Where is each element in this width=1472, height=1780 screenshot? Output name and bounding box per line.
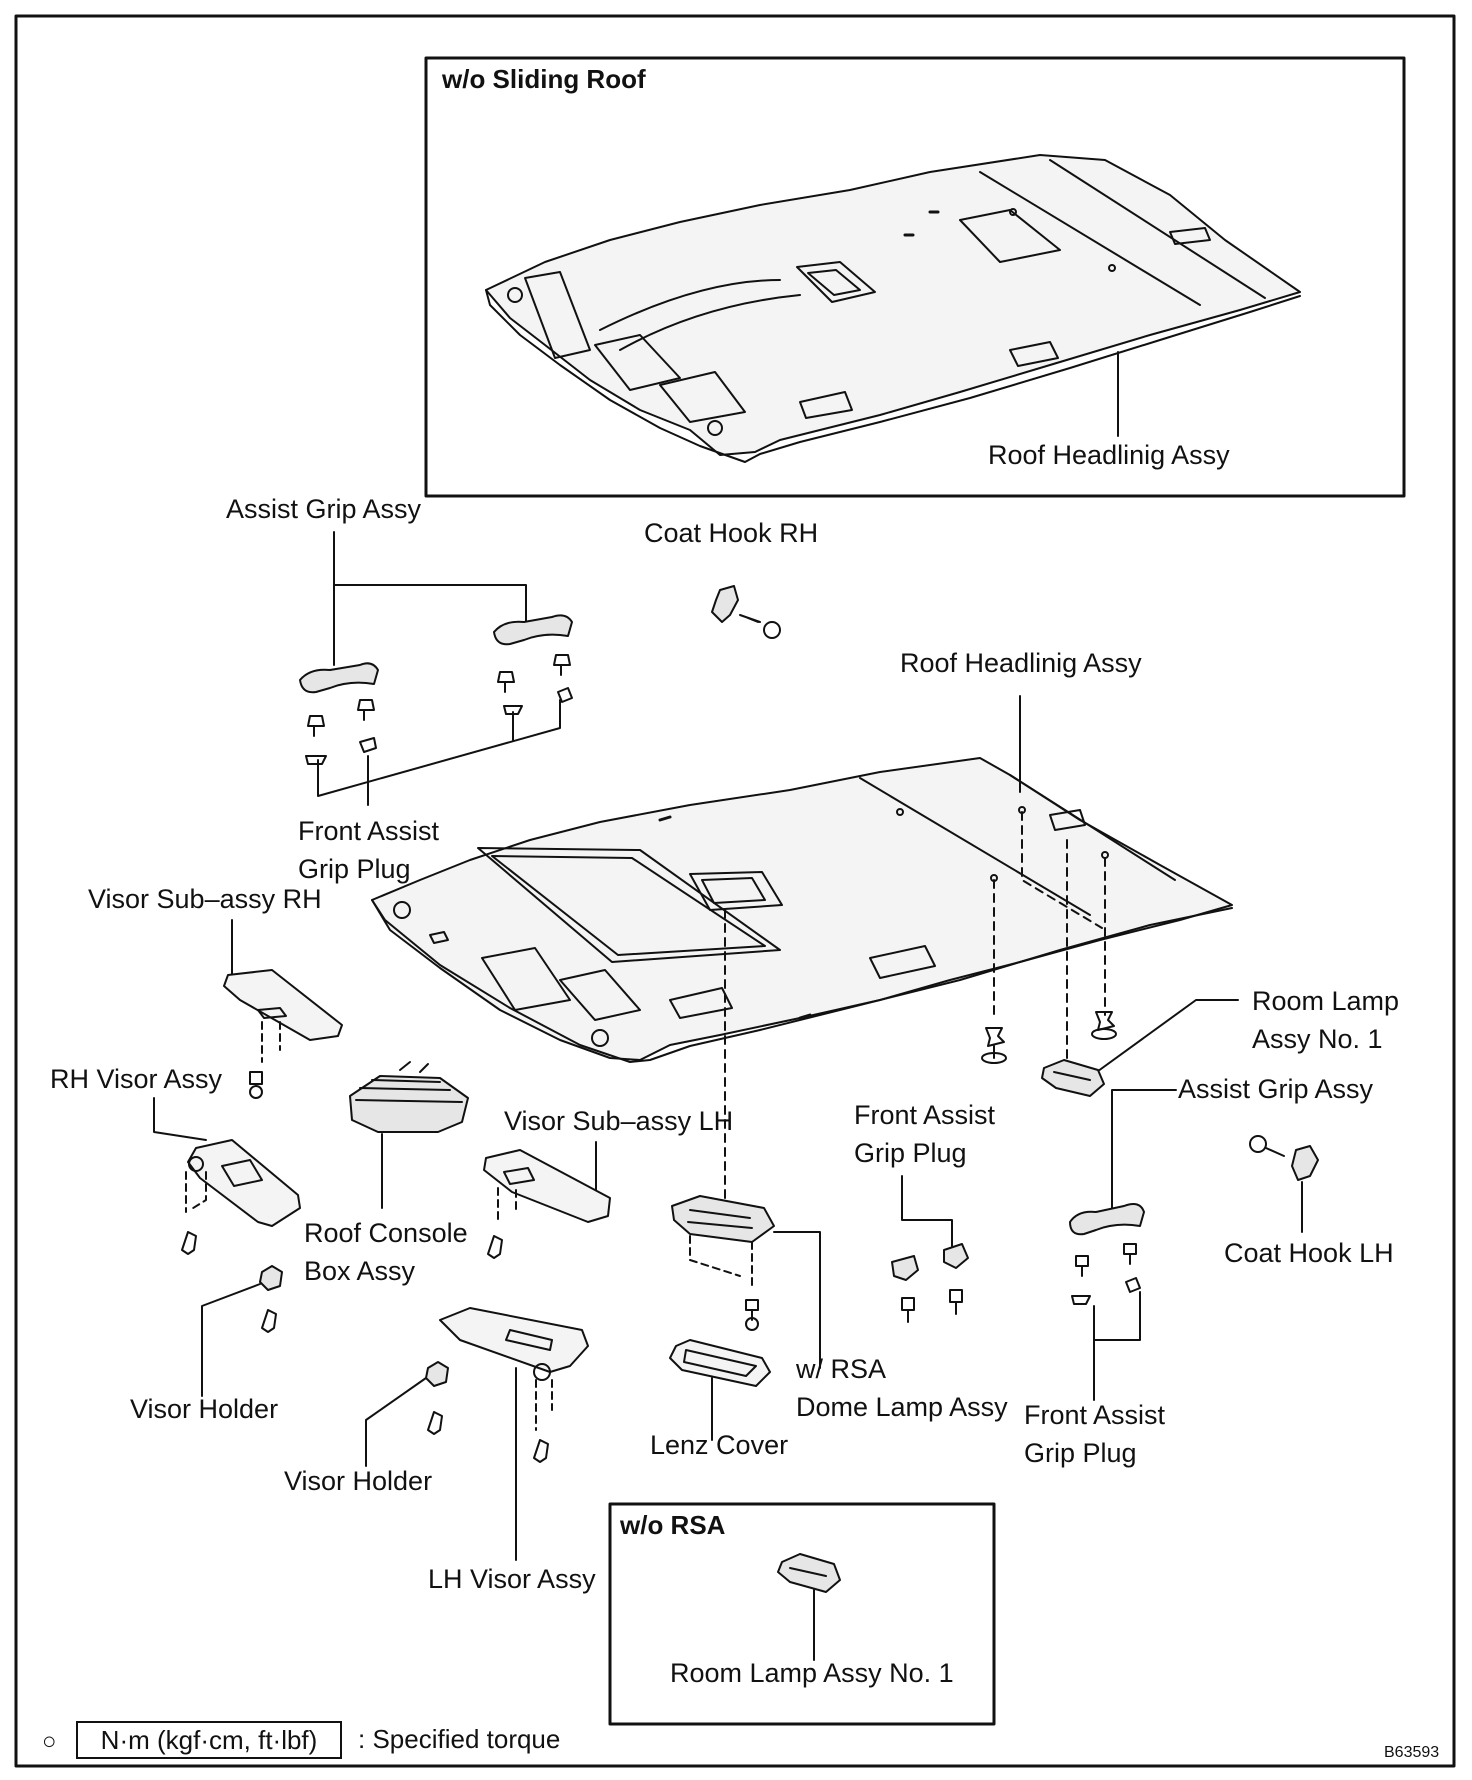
outer-frame <box>14 14 1456 1768</box>
inset-sliding-roof-title: w/o Sliding Roof <box>442 64 646 94</box>
headlining-inset-drawing <box>485 154 1301 463</box>
room-lamp-assy-icon <box>1041 1059 1105 1097</box>
inset-rsa-frame <box>608 1502 996 1726</box>
visor-holder-center-leader <box>365 1377 427 1467</box>
torque-legend-text: : Specified torque <box>358 1724 561 1754</box>
assist-grip-right-leader <box>1111 1089 1177 1211</box>
headlining-main-drawing <box>371 757 1233 1063</box>
visor-sub-rh-label: Visor Sub–assy RH <box>88 884 322 914</box>
roof-console-box-icon <box>349 1061 469 1133</box>
visor-holder-left-icon <box>259 1265 283 1333</box>
room-lamp-no1-label: Room Lamp Assy No. 1 <box>1252 986 1400 1054</box>
assist-grip-right-label: Assist Grip Assy <box>1178 1074 1374 1104</box>
front-grip-plug-mid-leader <box>901 1175 953 1247</box>
lenz-cover-icon <box>669 1339 771 1387</box>
assist-grip-top-label: Assist Grip Assy <box>226 494 422 524</box>
dome-lamp-assy-icon <box>671 1195 775 1331</box>
rh-visor-assy-label: RH Visor Assy <box>50 1064 223 1094</box>
visor-holder-center-label: Visor Holder <box>284 1466 433 1496</box>
lh-visor-assy-icon <box>439 1307 589 1463</box>
front-grip-plug-right-leader <box>1093 1291 1141 1401</box>
dome-lamp-label: w/ RSA Dome Lamp Assy <box>796 1354 1008 1422</box>
lenz-cover-label: Lenz Cover <box>650 1430 789 1460</box>
inset-sliding-roof-frame <box>424 56 1406 498</box>
front-grip-plug-top-leader <box>317 699 561 806</box>
rh-visor-leader <box>153 1097 207 1141</box>
visor-sub-lh-label: Visor Sub–assy LH <box>504 1106 734 1136</box>
assist-grip-right-icon <box>1069 1203 1145 1305</box>
headlining-clip-right-icon <box>1091 1011 1117 1040</box>
coat-hook-lh-icon <box>1249 1135 1319 1181</box>
torque-legend-mark: ○ <box>42 1728 57 1755</box>
headlining-clip-left-icon <box>981 1027 1007 1064</box>
coat-hook-lh-label: Coat Hook LH <box>1224 1238 1394 1268</box>
assist-grip-top-leader <box>333 531 527 666</box>
front-assist-grip-plug-top-label: Front Assist Grip Plug <box>298 816 440 884</box>
front-assist-grip-plug-right-label: Front Assist Grip Plug <box>1024 1400 1166 1468</box>
inset-room-lamp-icon <box>777 1553 841 1593</box>
dome-lamp-leader <box>773 1231 821 1369</box>
visor-sub-rh-icon <box>223 969 343 1099</box>
coat-hook-rh-icon <box>711 585 781 639</box>
assist-grip-bolts-icon <box>305 654 573 765</box>
inset-roof-headlining-label: Roof Headlinig Assy <box>988 440 1230 470</box>
front-grip-plug-mid-icon <box>891 1243 969 1323</box>
figure-code: B63593 <box>1384 1744 1440 1761</box>
coat-hook-rh-label: Coat Hook RH <box>644 518 819 548</box>
rh-visor-assy-icon <box>181 1139 301 1255</box>
roof-headlining-main-label: Roof Headlinig Assy <box>900 648 1142 678</box>
visor-holder-left-label: Visor Holder <box>130 1394 279 1424</box>
room-lamp-leader <box>1093 999 1239 1075</box>
visor-holder-left-leader <box>201 1283 261 1397</box>
inset-room-lamp-label: Room Lamp Assy No. 1 <box>670 1658 954 1688</box>
visor-sub-lh-icon <box>483 1149 611 1259</box>
assist-grip-left-icon <box>299 662 379 694</box>
front-assist-grip-plug-mid-label: Front Assist Grip Plug <box>854 1100 996 1168</box>
visor-holder-center-icon <box>425 1361 449 1435</box>
inset-rsa-title: w/o RSA <box>620 1510 726 1540</box>
assist-grip-right-icon <box>493 614 573 646</box>
roof-console-box-label: Roof Console Box Assy <box>304 1218 468 1286</box>
lh-visor-assy-label: LH Visor Assy <box>428 1564 596 1594</box>
torque-legend-box: N·m (kgf·cm, ft·lbf) <box>76 1721 342 1759</box>
